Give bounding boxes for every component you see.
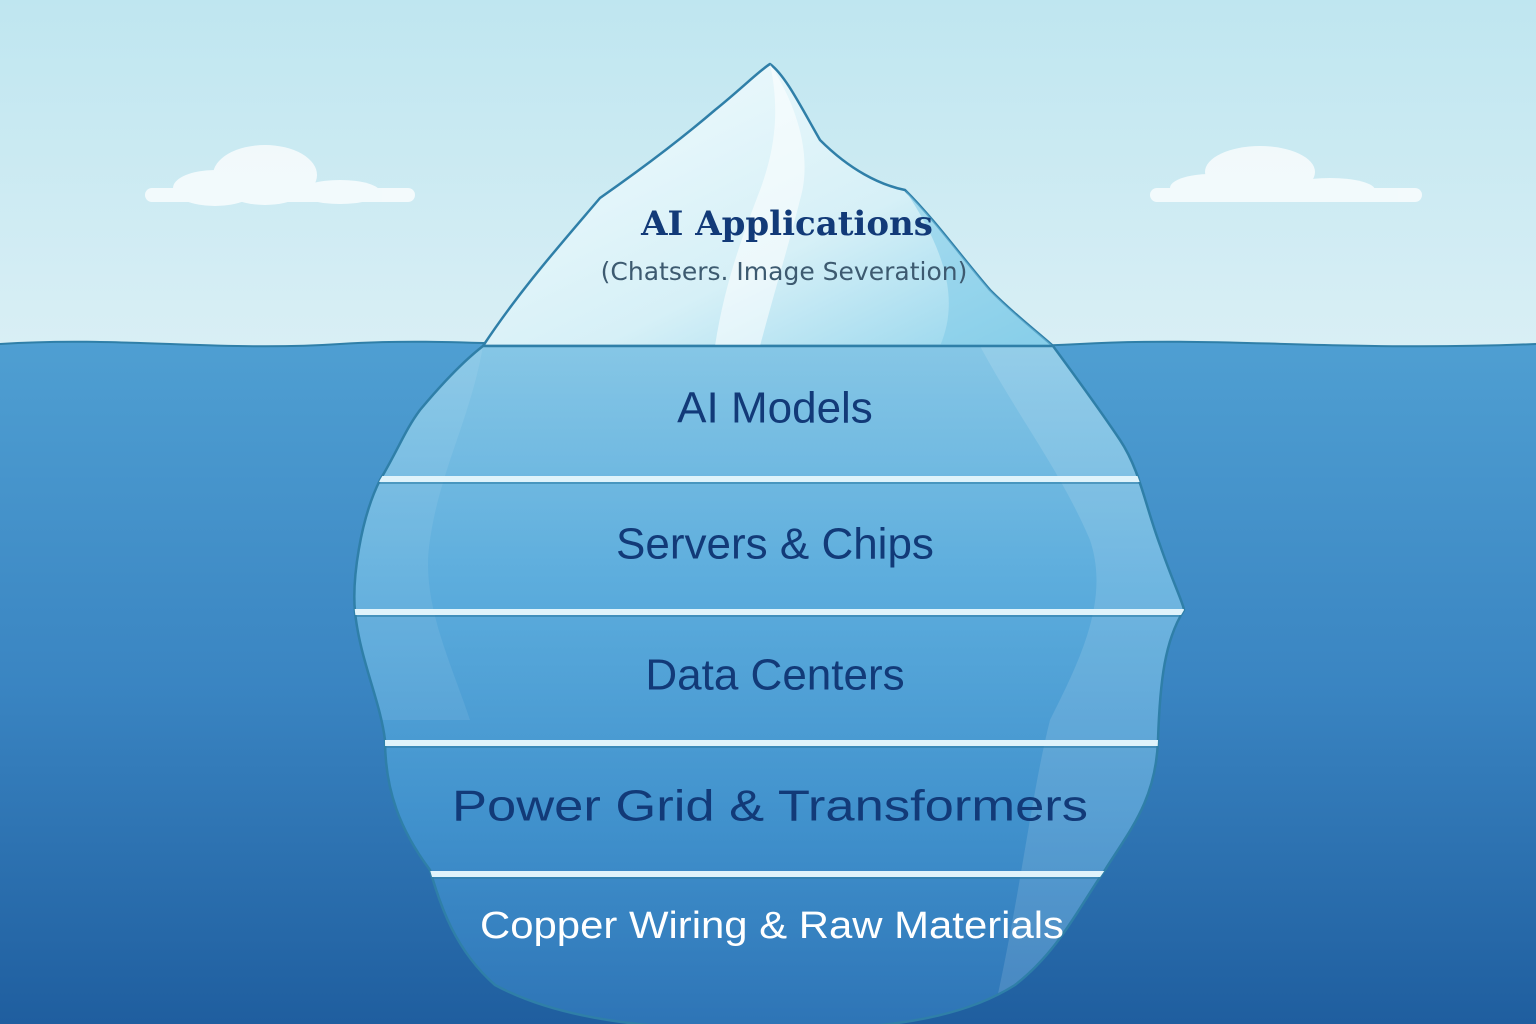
layer-label-data-centers: Data Centers <box>645 651 904 700</box>
layer-label-servers-chips: Servers & Chips <box>616 520 934 569</box>
divider-3 <box>354 740 1184 748</box>
peak-title: AI Applications <box>640 204 933 244</box>
layer-dividers <box>354 476 1184 879</box>
divider-2 <box>354 609 1184 617</box>
layer-label-power-grid: Power Grid & Transformers <box>452 782 1088 831</box>
layer-label-copper-wiring: Copper Wiring & Raw Materials <box>480 905 1064 947</box>
peak-subtitle: (Chatsers. Image Severation) <box>601 257 968 286</box>
cloud-left-icon <box>145 145 415 206</box>
divider-1 <box>354 476 1184 484</box>
divider-4 <box>354 871 1184 879</box>
cloud-right-icon <box>1150 146 1422 202</box>
iceberg-tip <box>481 62 1055 348</box>
layer-label-ai-models: AI Models <box>677 384 873 433</box>
